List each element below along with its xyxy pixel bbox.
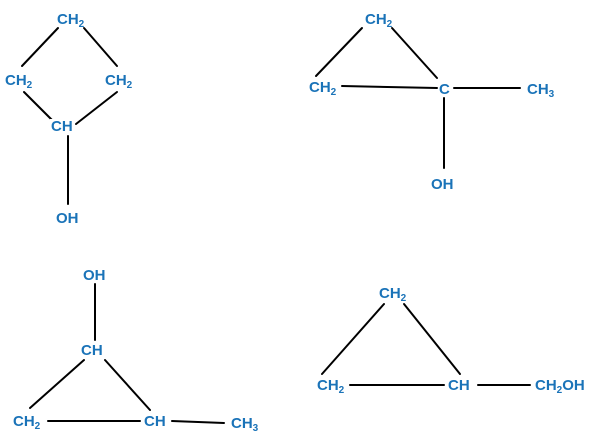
atom-label: CH: [143, 414, 167, 429]
atom-label: CH2: [12, 413, 42, 432]
bond: [171, 420, 225, 424]
atom-text: CH2: [5, 72, 33, 91]
bond: [391, 27, 438, 79]
atom-text: CH2: [379, 285, 407, 304]
atom-label: CH: [50, 119, 74, 134]
atom-text: CH: [81, 342, 103, 359]
atom-text: CH2: [105, 72, 133, 91]
atom-label: CH2: [316, 377, 346, 396]
atom-label: OH: [55, 211, 80, 226]
atom-text: CH: [448, 377, 470, 394]
bond: [104, 359, 151, 411]
atom-label: CH: [80, 343, 104, 358]
atom-text: C: [439, 81, 450, 98]
atom-text: CH2OH: [535, 377, 585, 396]
atom-text: CH: [144, 413, 166, 430]
bond: [315, 27, 363, 77]
atom-label: CH2: [378, 285, 408, 304]
atom-label: CH3: [230, 415, 260, 434]
bond: [75, 91, 118, 125]
atom-label: CH3: [526, 81, 556, 100]
atom-text: CH2: [365, 11, 393, 30]
bond: [403, 303, 461, 375]
atom-label: OH: [82, 268, 107, 283]
bond: [321, 303, 385, 375]
atom-text: CH2: [13, 413, 41, 432]
bond: [23, 91, 53, 121]
bond: [83, 27, 118, 67]
atom-text: CH3: [527, 81, 555, 100]
atom-label: CH2: [4, 72, 34, 91]
atom-text: CH: [51, 118, 73, 135]
atom-text: CH2: [57, 11, 85, 30]
bond: [21, 27, 59, 67]
atom-label: CH2: [104, 72, 134, 91]
atom-label: CH2: [308, 79, 338, 98]
atom-label: OH: [430, 177, 455, 192]
bond: [29, 359, 85, 409]
atom-text: OH: [83, 267, 106, 284]
atom-text: CH3: [231, 415, 259, 434]
atom-label: C: [438, 82, 451, 97]
atom-label: CH2: [56, 11, 86, 30]
atom-label: CH2OH: [534, 377, 586, 396]
atom-text: CH2: [317, 377, 345, 396]
atom-text: OH: [56, 210, 79, 227]
atom-label: CH2: [364, 11, 394, 30]
bond: [341, 85, 438, 89]
atom-text: OH: [431, 176, 454, 193]
atom-label: CH: [447, 378, 471, 393]
atom-text: CH2: [309, 79, 337, 98]
